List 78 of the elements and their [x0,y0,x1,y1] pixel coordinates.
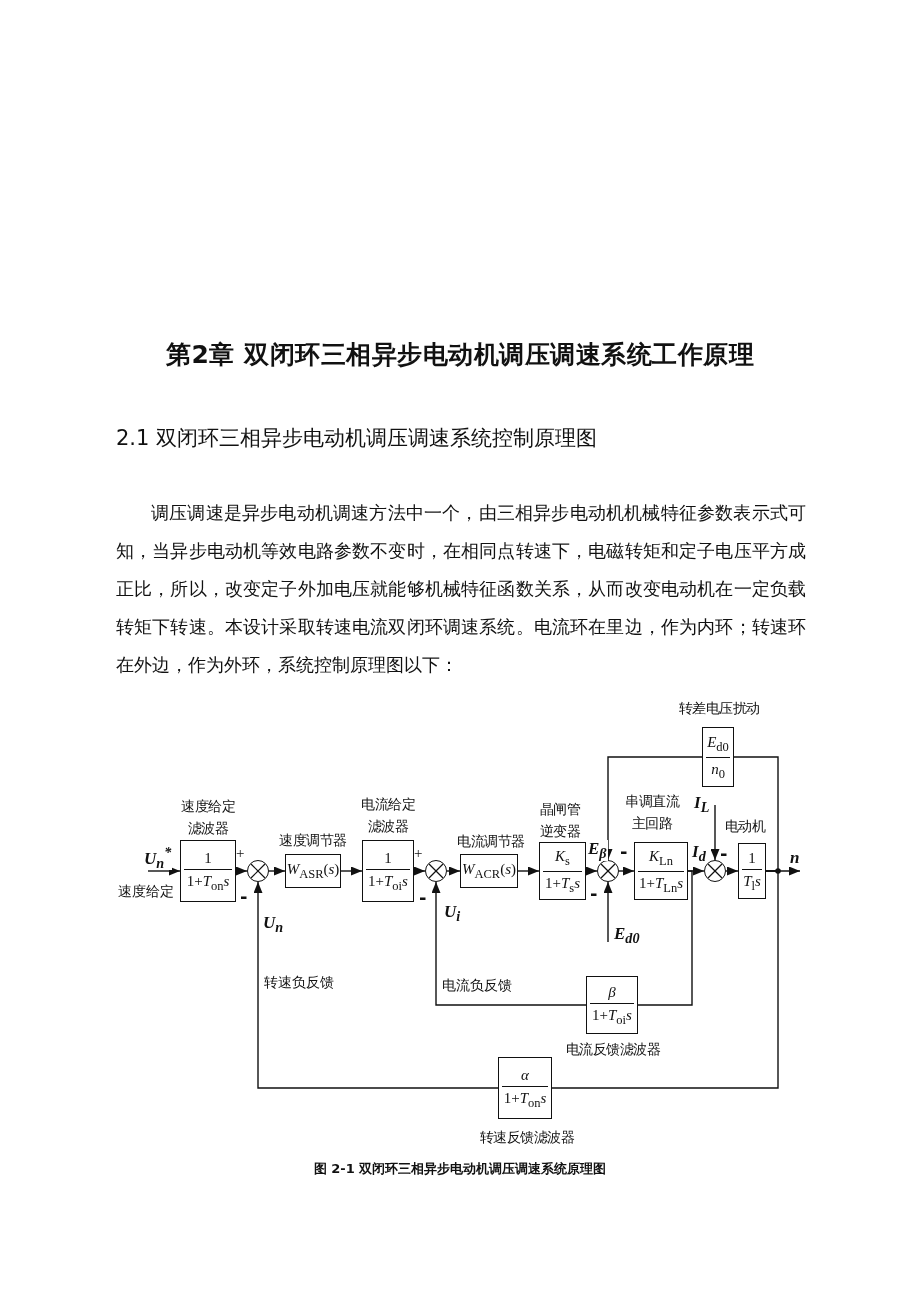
signal-arrow [618,866,635,876]
signal-arrow [603,881,613,943]
block-label: 晶闸管逆变器 [538,800,582,841]
signal-arrow [517,866,540,876]
transfer-function-block [362,840,414,902]
signal-line [637,870,693,1006]
loop-label: 电流负反馈 [442,978,512,992]
block-label: 电流调节器 [456,832,526,851]
transfer-function-block [539,842,586,900]
signal-label: U$_{n}$ [262,914,285,935]
denominator: 1+T$_{oi}$s [591,1005,633,1028]
denominator: 1+T$_{s}$s [544,873,581,896]
signal-arrow [340,866,363,876]
block-label: 速度给定滤波器 [180,797,236,838]
block-label: 串调直流主回路 [624,792,681,833]
signal-arrow [147,866,181,876]
summing-junction [247,860,269,882]
numerator: K$_{Ln}$ [648,846,674,869]
signal-arrow [585,866,598,876]
numerator: K$_{s}$ [554,846,571,869]
transfer-function-block [702,727,734,787]
summing-junction [425,860,447,882]
block-label: 转速反馈滤波器 [478,1128,576,1147]
signal-arrow [446,866,461,876]
block-label: 电流给定滤波器 [360,795,416,836]
transfer-function-block [634,842,688,900]
figure-caption: 图 2-1 双闭环三相异步电动机调压调速系统原理图 [312,1160,608,1178]
numerator: E$_{d0}$ [706,732,730,755]
signal-label: I$_{L}$ [693,794,711,815]
loop-label: 转速负反馈 [264,975,334,989]
transfer-function-block [498,1057,552,1119]
numerator: β [607,982,617,1001]
sign-label: + [236,846,245,861]
signal-arrow [235,866,248,876]
summing-junction [704,860,726,882]
signal-label: E$_{β}$ [587,840,608,861]
sign-label: + [414,846,423,861]
sign-label: - [620,843,628,861]
signal-arrow [413,866,426,876]
transfer-function-block [586,976,638,1034]
signal-arrow [710,804,720,861]
signal-label: U$_{i}$ [443,903,462,924]
numerator: 1 [383,848,393,867]
block-label: 电动机 [723,817,767,836]
transfer-function-block [738,843,766,899]
transfer-function-block [180,840,236,902]
denominator: 1+T$_{Ln}$s [637,873,684,896]
controller-block [285,854,341,888]
block-label: 速度调节器 [278,831,348,850]
denominator: 1+T$_{on}$s [185,871,231,894]
block-label: 转差电压扰动 [677,699,761,718]
summing-junction [597,860,619,882]
denominator: 1+T$_{on}$s [502,1088,548,1111]
sign-label: - [419,889,427,907]
signal-arrow [725,866,739,876]
signal-label: I$_{d}$ [691,843,707,864]
signal-arrow [253,881,499,1089]
signal-line [551,870,779,1089]
numerator: α [520,1065,530,1084]
sign-label: - [590,885,598,903]
sign-label: - [720,845,728,863]
denominator: 1+T$_{oi}$s [367,871,409,894]
block-label: 电流反馈滤波器 [564,1040,662,1059]
signal-arrow [268,866,286,876]
denominator: n$_{0}$ [710,759,726,782]
transfer-function: W$_{ACR}$(s) [461,860,518,882]
section-heading: 2.1 双闭环三相异步电动机调压调速系统控制原理图 [116,425,598,452]
controller-block [460,854,518,888]
sign-label: - [240,888,248,906]
numerator: 1 [203,848,213,867]
paragraph: 调压调速是异步电动机调速方法中一个，由三相异步电动机机械特征参数表示式可知，当异步电动机等效电路参数不变时，在相同点转速下，电磁转矩和定子电压平方成正比，所以，改变定子外加电压就能够机械特征函数关系，从而改变电动机在一定负载转矩下转速。本设计采取转速电流双闭环调速系统。电流环在里边，作为内环；转速环在外边，作为外环，系统控制原理图以下： [116,502,806,677]
signal-arrow [431,881,587,1006]
page-title: 第2章 双闭环三相异步电动机调压调速系统工作原理 [164,339,756,371]
input-label: 速度给定 [118,884,174,898]
signal-label: E$_{d0}$ [613,925,641,946]
denominator: T$_{l}$s [742,871,762,894]
numerator: 1 [747,848,757,867]
transfer-function: W$_{ASR}$(s) [285,860,341,882]
